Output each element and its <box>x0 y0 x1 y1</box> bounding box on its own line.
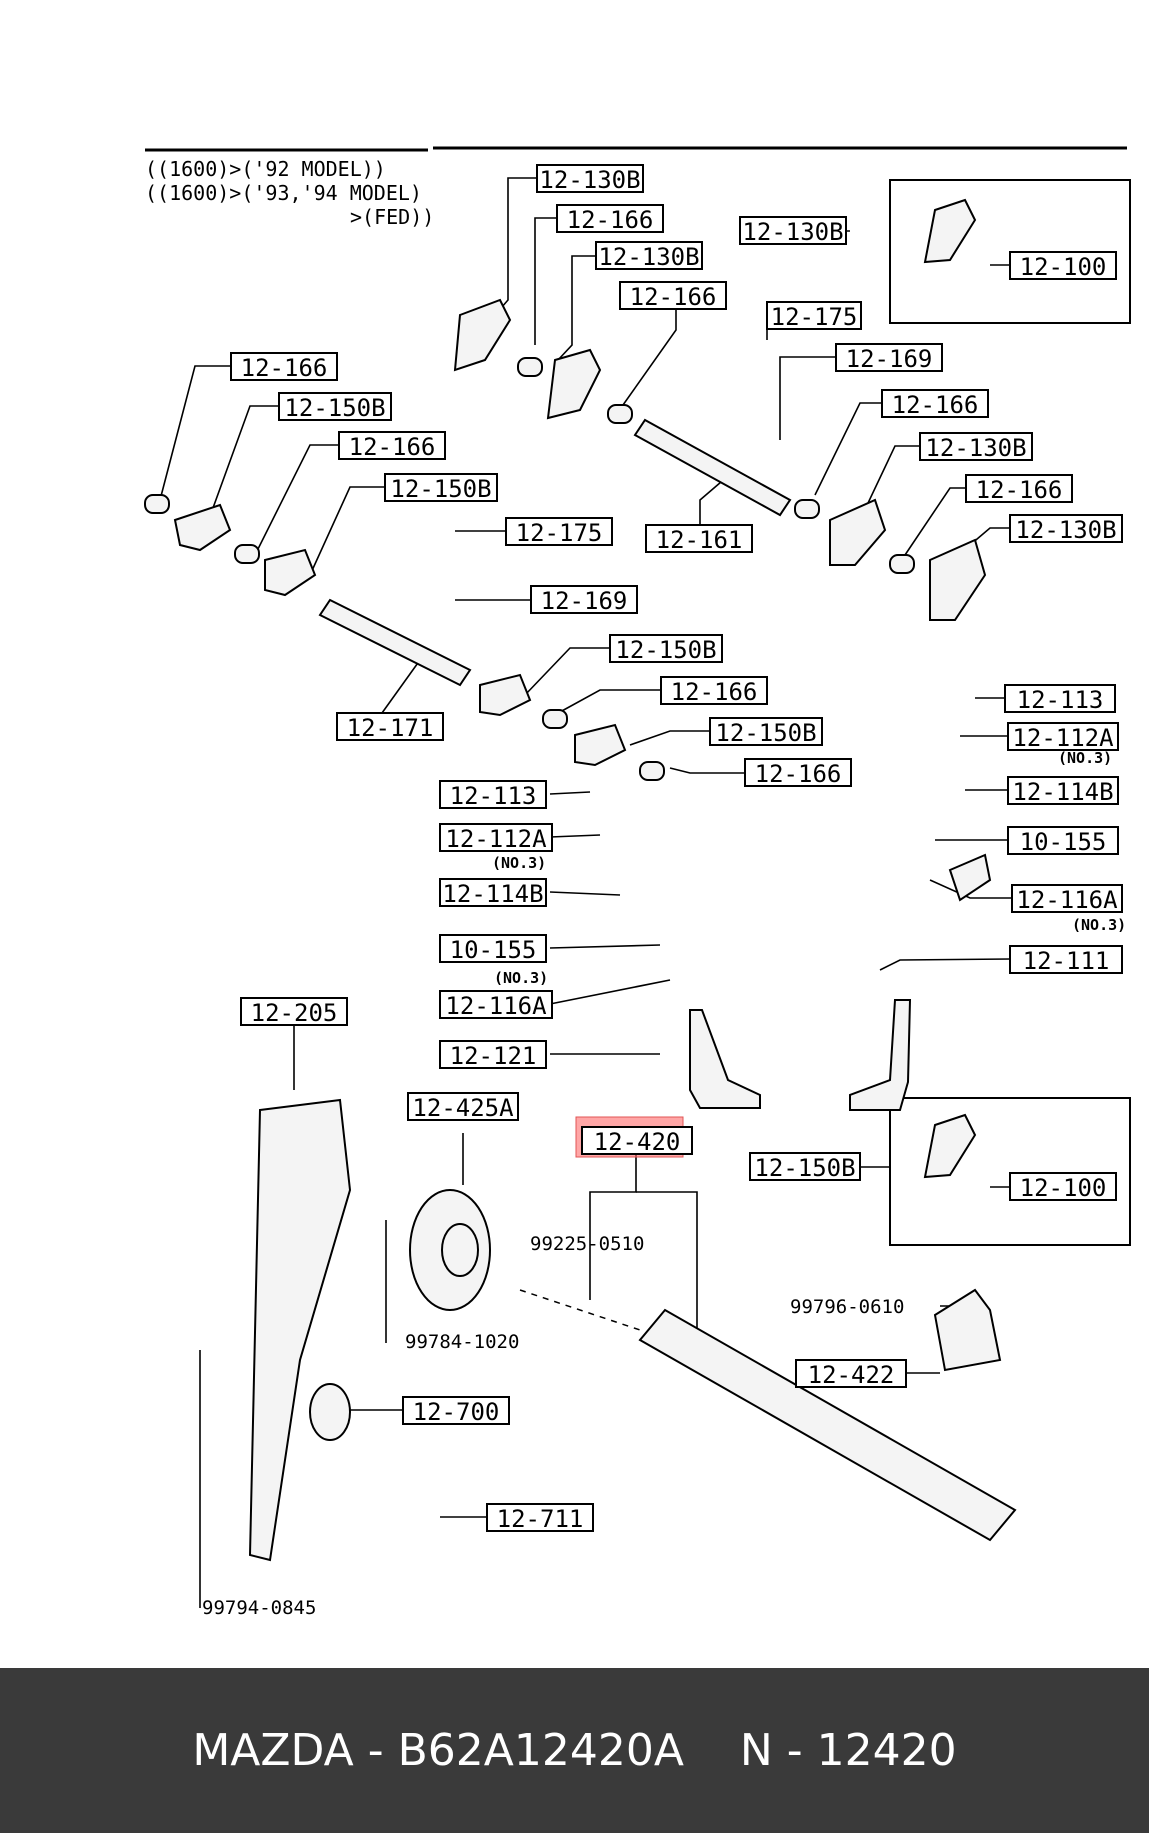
callout-label: 12-711 <box>497 1505 584 1533</box>
callout-label: 12-166 <box>755 760 842 788</box>
callout-label: 12-700 <box>413 1398 500 1426</box>
callout-label: 12-150B <box>715 719 816 747</box>
part-number: 99796-0610 <box>790 1296 904 1318</box>
callout-label: 12-166 <box>976 476 1063 504</box>
part-number: 99225-0510 <box>530 1233 644 1255</box>
part-illustrations <box>144 198 1017 1562</box>
callout-label: 12-116A <box>1016 886 1118 914</box>
callout-label: 12-112A <box>1012 724 1114 752</box>
callout-label: 12-113 <box>450 782 537 810</box>
callout-label: 12-114B <box>442 880 543 908</box>
callout-label: 12-166 <box>630 283 717 311</box>
callout-label: 12-205 <box>251 999 338 1027</box>
part-number: 99784-1020 <box>405 1331 519 1353</box>
header-note-1: ((1600)>('92 MODEL)) <box>145 157 386 181</box>
callout-label: 12-130B <box>925 434 1026 462</box>
callout-label: 12-425A <box>412 1094 514 1122</box>
callout-label: 12-150B <box>390 475 491 503</box>
header-note-2: ((1600)>('93,'94 MODEL) <box>145 181 422 205</box>
callout-label: 12-166 <box>567 206 654 234</box>
callout-label: 12-175 <box>516 519 603 547</box>
callout-label: 12-100 <box>1020 1174 1107 1202</box>
callout-label: 10-155 <box>1020 828 1107 856</box>
callout-label: 10-155 <box>450 936 537 964</box>
callout-label: 12-161 <box>656 526 743 554</box>
callout-label: 12-130B <box>598 243 699 271</box>
callout-label: 12-169 <box>846 345 933 373</box>
footer-brand: MAZDA - B62A12420A <box>192 1725 684 1776</box>
callout-label: 12-175 <box>771 303 858 331</box>
note: (NO.3) <box>494 969 548 987</box>
callout-label: 12-130B <box>539 166 640 194</box>
callout-label: 12-171 <box>347 714 434 742</box>
callout-label: 12-166 <box>892 391 979 419</box>
callout-label: 12-150B <box>754 1154 855 1182</box>
callout-label: 12-121 <box>450 1042 537 1070</box>
callout-label: 12-169 <box>541 587 628 615</box>
callout-label: 12-111 <box>1023 947 1110 975</box>
footer-spacer <box>684 1725 740 1776</box>
note: (NO.3) <box>1058 749 1112 767</box>
callout-label: 12-166 <box>349 433 436 461</box>
callout-label: 12-166 <box>671 678 758 706</box>
callout-label: 12-112A <box>445 825 547 853</box>
callout-label: 12-150B <box>615 636 716 664</box>
callout-label: 12-100 <box>1020 253 1107 281</box>
callout-label: 12-113 <box>1017 686 1104 714</box>
part-number: 99794-0845 <box>202 1597 316 1619</box>
callout-label: 12-130B <box>1015 516 1116 544</box>
callout-label: 12-116A <box>445 992 547 1020</box>
callout-label: 12-422 <box>808 1361 895 1389</box>
header-note-3: >(FED)) <box>350 205 434 229</box>
callout-label: 12-166 <box>241 354 328 382</box>
note: (NO.3) <box>1072 916 1126 934</box>
callout-label: 12-150B <box>284 394 385 422</box>
callout-label: 12-114B <box>1012 778 1113 806</box>
note: (NO.3) <box>492 854 546 872</box>
parts-diagram: ((1600)>('92 MODEL)) ((1600)>('93,'94 MO… <box>144 146 1131 1619</box>
inset-box-upper <box>889 179 1131 324</box>
footer-bar: MAZDA - B62A12420A N - 12420 <box>0 1668 1149 1833</box>
inset-box-lower <box>889 1097 1131 1246</box>
footer-code: N - 12420 <box>739 1725 957 1776</box>
callout-label: 12-130B <box>742 218 843 246</box>
callout-label: 12-420 <box>594 1128 681 1156</box>
